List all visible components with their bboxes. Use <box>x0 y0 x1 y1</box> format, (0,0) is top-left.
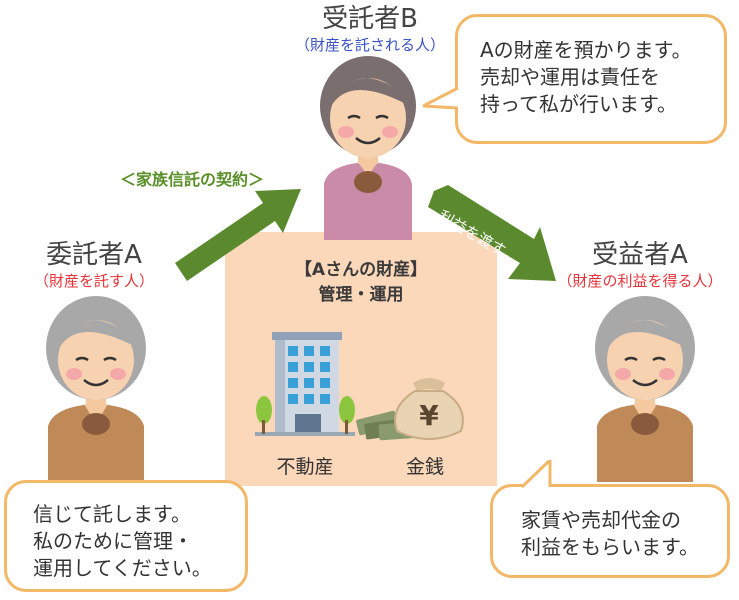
trustee-speech-line: Aの財産を預かります。 <box>480 38 692 62</box>
grandmother-icon <box>320 56 416 240</box>
pass-profit-arrow <box>428 185 556 281</box>
settlor-subtitle: （財産を託す人） <box>33 272 154 290</box>
beneficiary-title: 受益者A <box>592 240 688 270</box>
tree-icon <box>256 396 355 434</box>
trustee-speech-bubble: Aの財産を預かります。 売却や運用は責任を 持って私が行います。 <box>455 14 727 144</box>
beneficiary-speech-line: 利益をもらいます。 <box>521 535 699 559</box>
settlor-speech-bubble: 信じて託します。 私のために管理・ 運用してください。 <box>4 480 248 592</box>
money-bag-icon: ¥ <box>356 378 464 441</box>
svg-text:¥: ¥ <box>419 399 439 432</box>
beneficiary-speech-line: 家賃や売却代金の <box>521 508 681 532</box>
assets-title: 【Aさんの財産】 <box>294 260 428 280</box>
trustee-subtitle: （財産を託される人） <box>294 36 445 54</box>
beneficiary-bubble-tail <box>520 460 552 488</box>
settlor-speech-line: 私のために管理・ <box>33 529 193 553</box>
trust-assets-box: 【Aさんの財産】 管理・運用 不動産 ¥ 金銭 <box>225 232 497 486</box>
beneficiary-subtitle: （財産の利益を得る人） <box>557 272 723 290</box>
assets-subtitle: 管理・運用 <box>318 285 404 305</box>
settlor-speech-line: 運用してください。 <box>33 556 212 580</box>
contract-label: ＜家族信託の契約＞ <box>120 170 265 189</box>
real-estate-label: 不動産 <box>276 456 334 478</box>
trustee-bubble-tail <box>423 86 459 110</box>
trustee-speech-line: 売却や運用は責任を <box>480 65 660 89</box>
grandmother-icon <box>595 296 695 482</box>
trustee-speech-line: 持って私が行います。 <box>480 92 677 116</box>
grandmother-icon <box>46 296 146 482</box>
beneficiary-speech-bubble: 家賃や売却代金の 利益をもらいます。 <box>490 484 730 578</box>
deposit-arrow <box>175 189 301 281</box>
settlor-speech-line: 信じて託します。 <box>33 502 191 526</box>
money-label: 金銭 <box>405 456 444 478</box>
trustee-title: 受託者B <box>322 4 418 34</box>
building-icon <box>255 332 355 436</box>
settlor-title: 委託者A <box>46 240 142 270</box>
